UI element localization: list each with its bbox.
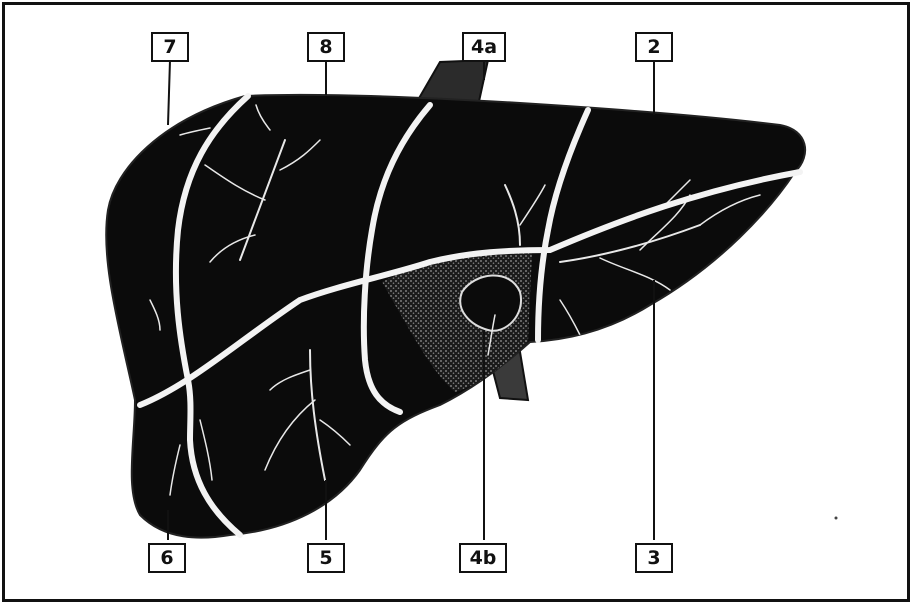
segment-label-4b: 4b [459,543,507,573]
segment-label-7: 7 [151,32,189,62]
segment-label-3: 3 [635,543,673,573]
segment-label-5: 5 [307,543,345,573]
segment-label-8: 8 [307,32,345,62]
segment-label-4a: 4a [462,32,506,62]
segment-label-6: 6 [148,543,186,573]
stray-mark [835,517,838,520]
segment-label-2: 2 [635,32,673,62]
